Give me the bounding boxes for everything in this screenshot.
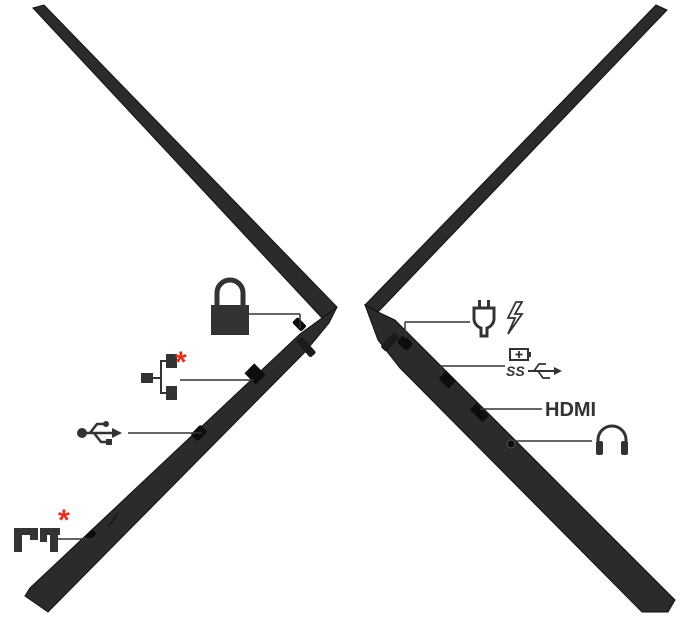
hdmi-label: HDMI bbox=[545, 399, 596, 421]
right-hinge-foot bbox=[381, 332, 399, 352]
left-base bbox=[24, 306, 338, 613]
lock-icon bbox=[211, 277, 249, 335]
right-callouts bbox=[404, 321, 592, 442]
right-usbc-port bbox=[397, 335, 413, 351]
left-hinge-foot bbox=[296, 336, 316, 358]
right-lid bbox=[364, 4, 668, 313]
right-audio-jack bbox=[506, 439, 516, 449]
left-callouts bbox=[58, 313, 301, 540]
ethernet-icon bbox=[141, 354, 177, 400]
smart-card-asterisk: * bbox=[58, 504, 70, 537]
ss-label: SS bbox=[506, 363, 525, 379]
left-laptop bbox=[24, 4, 338, 613]
ethernet-asterisk: * bbox=[175, 346, 187, 379]
smart-card-icon bbox=[14, 528, 60, 552]
usb-ss-charging-icon: SS bbox=[506, 348, 562, 379]
right-hdmi-port bbox=[469, 403, 489, 423]
headset-icon bbox=[596, 424, 628, 455]
left-card-slot bbox=[85, 529, 97, 541]
right-laptop bbox=[364, 4, 676, 613]
left-ethernet-port bbox=[244, 363, 266, 385]
power-plug-thunderbolt-icon bbox=[472, 300, 524, 338]
left-lid bbox=[32, 4, 338, 319]
right-base bbox=[364, 303, 676, 613]
right-usb-a-port bbox=[438, 370, 457, 389]
usb-icon bbox=[77, 421, 122, 445]
left-base-seam bbox=[107, 512, 119, 528]
